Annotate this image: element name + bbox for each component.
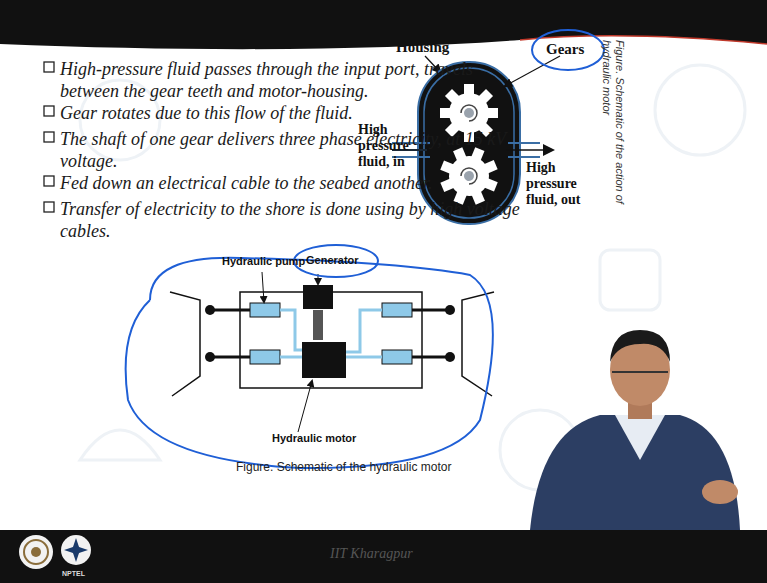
- header-swoosh: [0, 34, 767, 49]
- part-label: Gears: [546, 40, 606, 58]
- figure-caption: Figure. Schematic of the hydraulic motor: [236, 460, 476, 474]
- flow-label: High pressure fluid, out: [526, 160, 592, 208]
- part-label: Housing: [396, 38, 476, 56]
- bullet-text: Gear rotates due to this flow of the flu…: [60, 102, 522, 124]
- part-label: Generator: [306, 254, 376, 267]
- bullet-text: High-pressure fluid passes through the i…: [60, 58, 522, 102]
- logo-text: NPTEL: [62, 569, 92, 578]
- bullet-text: The shaft of one gear delivers three pha…: [60, 128, 522, 172]
- logos: [19, 535, 91, 569]
- hydraulic-motor-schematic: [170, 272, 494, 432]
- presenter: [530, 330, 740, 530]
- footer-text: IIT Kharagpur: [330, 546, 450, 562]
- watermark-icons: [80, 65, 745, 490]
- bullet-text: Transfer of electricity to the shore is …: [60, 198, 522, 242]
- figure-caption: Figure. Schematic of the action of hydra…: [600, 40, 626, 215]
- header-bar: [0, 0, 767, 34]
- bullet-text: Fed down an electrical cable to the seab…: [60, 172, 522, 194]
- part-label: Hydraulic motor: [272, 432, 372, 445]
- flow-label: High pressure fluid, in: [358, 122, 420, 170]
- bullet-squares: [44, 62, 54, 212]
- footer-bar: [0, 530, 767, 583]
- part-label: Hydraulic pump: [222, 255, 312, 268]
